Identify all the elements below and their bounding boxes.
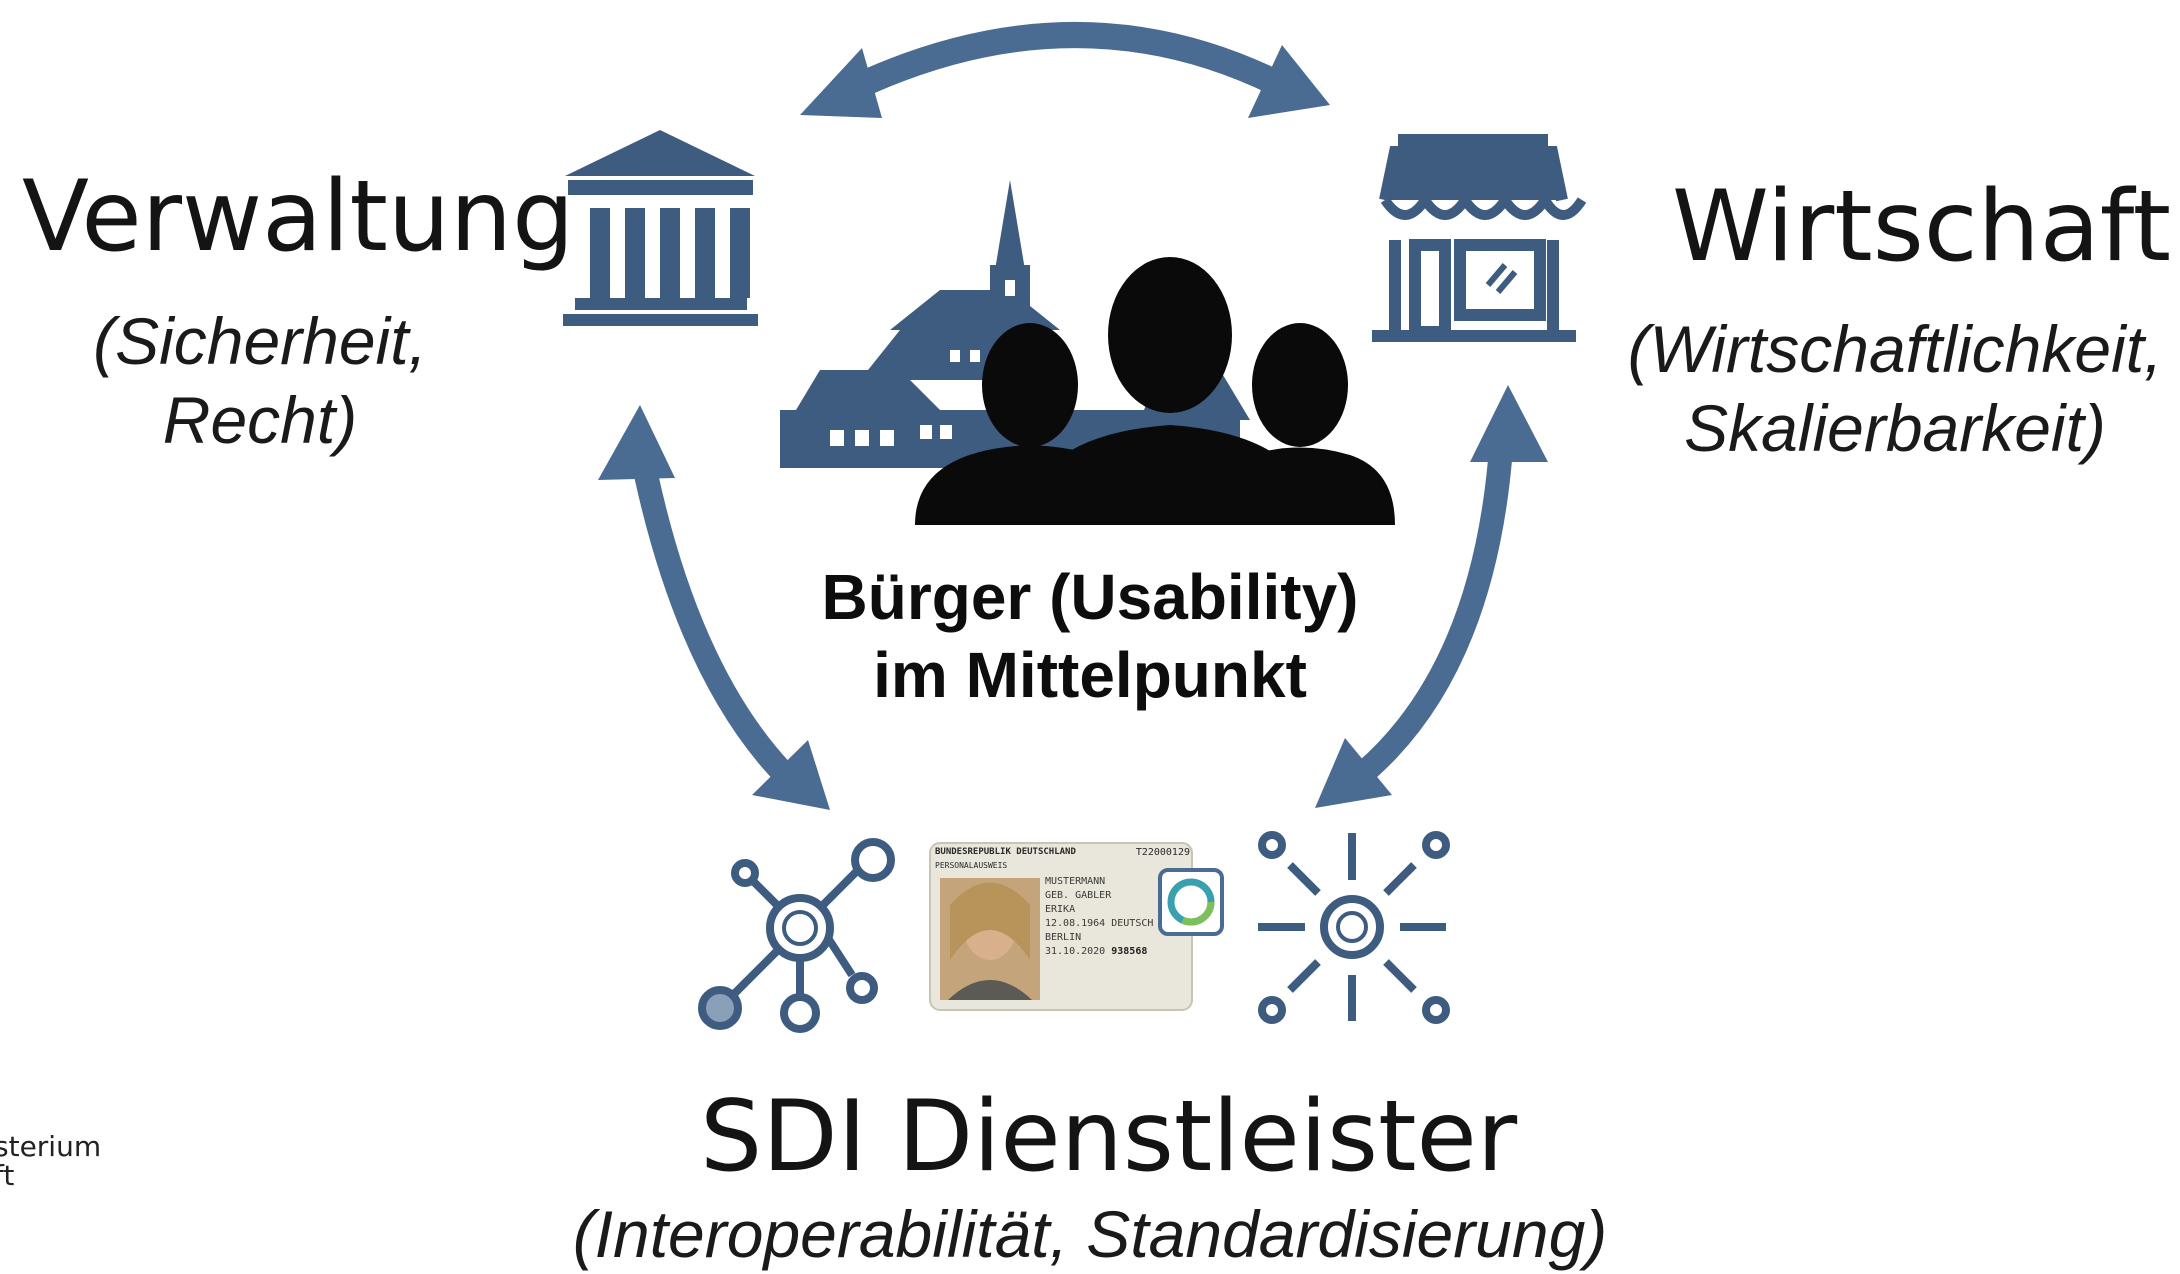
center-label-line: Bürger (Usability) bbox=[821, 561, 1359, 633]
arrow-top bbox=[800, 22, 1330, 118]
node-title-sdi: SDI Dienstleister bbox=[700, 1080, 1518, 1194]
id-card-fields: MUSTERMANN GEB. GABLER ERIKA 12.08.1964 … bbox=[1045, 875, 1165, 959]
id-card-text: BUNDESREPUBLIK DEUTSCHLAND T22000129 PER… bbox=[935, 846, 1190, 872]
id-card-doc-type: PERSONALAUSWEIS bbox=[935, 861, 1008, 870]
fingerprint-network-icon bbox=[698, 838, 895, 1033]
logo-line: sterium bbox=[0, 1130, 102, 1163]
id-card-birth-name: GEB. GABLER bbox=[1045, 890, 1112, 901]
arrow-right bbox=[1315, 385, 1548, 808]
id-card-birth-place: BERLIN bbox=[1045, 932, 1082, 943]
subtitle-line: Skalierbarkeit) bbox=[1684, 391, 2106, 466]
id-card-header: BUNDESREPUBLIK DEUTSCHLAND bbox=[935, 847, 1076, 857]
node-title-wirtschaft: Wirtschaft bbox=[1672, 170, 2171, 284]
id-card-icon bbox=[929, 842, 1224, 1011]
subtitle-line: (Wirtschaftlichkeit, bbox=[1627, 312, 2163, 386]
id-card-birth-date: 12.08.1964 bbox=[1045, 918, 1106, 929]
subtitle-line: Recht) bbox=[162, 383, 358, 458]
node-subtitle-verwaltung: (Sicherheit, Recht) bbox=[60, 302, 460, 460]
node-subtitle-wirtschaft: (Wirtschaftlichkeit, Skalierbarkeit) bbox=[1610, 310, 2180, 468]
subtitle-line: (Sicherheit, bbox=[93, 304, 427, 378]
id-card-surname: MUSTERMANN bbox=[1045, 876, 1106, 887]
center-label: Bürger (Usability) im Mittelpunkt bbox=[760, 558, 1420, 714]
fingerprint-converge-icon bbox=[1258, 831, 1450, 1024]
node-subtitle-sdi: (Interoperabilität, Standardisierung) bbox=[572, 1197, 1608, 1271]
logo-text-fragment: sterium ft bbox=[0, 1132, 101, 1191]
id-card-number: T22000129 bbox=[1135, 847, 1190, 858]
shop-icon bbox=[1372, 134, 1587, 342]
id-card-nationality: DEUTSCH bbox=[1111, 918, 1154, 929]
id-card-expiry: 31.10.2020 bbox=[1045, 946, 1106, 957]
center-label-line: im Mittelpunkt bbox=[873, 639, 1307, 712]
node-title-verwaltung: Verwaltung bbox=[22, 160, 575, 274]
id-card-given-name: ERIKA bbox=[1045, 904, 1076, 915]
id-card-can: 938568 bbox=[1111, 946, 1148, 957]
bank-icon bbox=[563, 130, 758, 326]
arrow-left bbox=[598, 405, 830, 810]
logo-line: ft bbox=[0, 1159, 15, 1193]
people-icon bbox=[915, 257, 1395, 525]
